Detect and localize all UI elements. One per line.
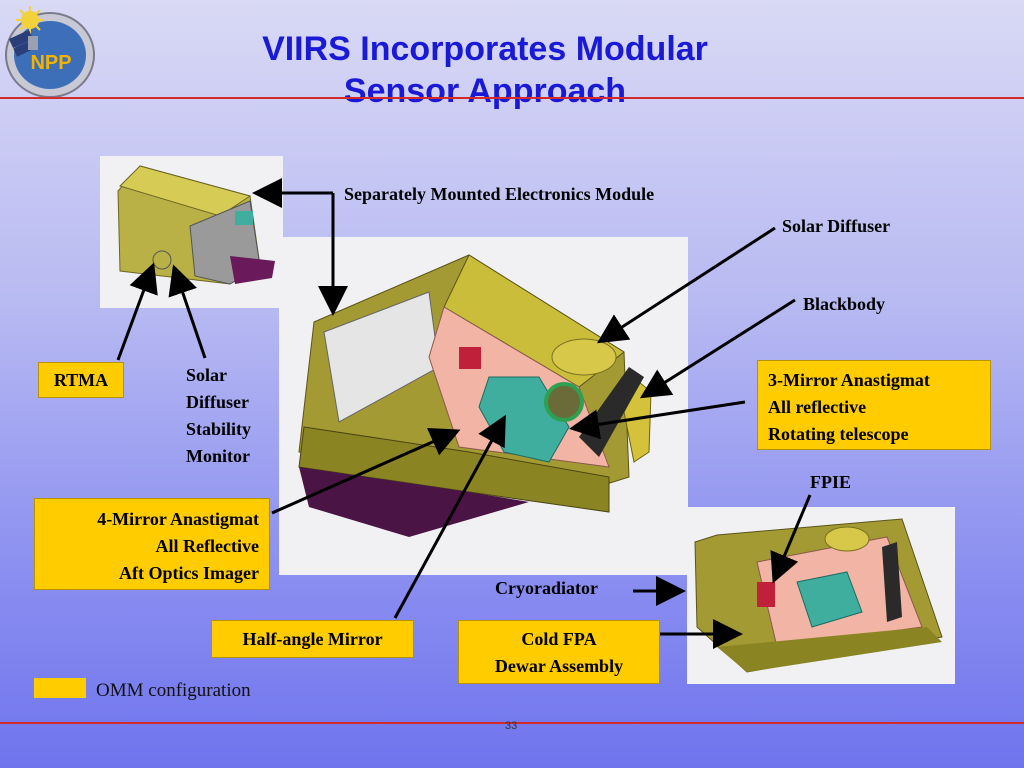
sdsm-line-2: Diffuser bbox=[186, 392, 249, 412]
page-number: 33 bbox=[505, 720, 518, 732]
legend-swatch bbox=[34, 678, 86, 698]
half-angle-box: Half-angle Mirror bbox=[211, 620, 414, 658]
legend-label: OMM configuration bbox=[96, 680, 251, 701]
four-mirror-box: 4-Mirror Anastigmat All Reflective Aft O… bbox=[34, 498, 270, 590]
cryoradiator-image bbox=[687, 507, 955, 684]
cold-fpa-line-2: Dewar Assembly bbox=[494, 656, 624, 676]
four-mirror-line-3: Aft Optics Imager bbox=[119, 563, 259, 583]
sdsm-label: Solar Diffuser Stability Monitor bbox=[186, 362, 251, 470]
half-angle-label: Half-angle Mirror bbox=[242, 629, 383, 649]
sdsm-line-4: Monitor bbox=[186, 446, 250, 466]
title-line-1: VIIRS Incorporates Modular bbox=[262, 30, 708, 68]
three-mirror-line-1: 3-Mirror Anastigmat bbox=[768, 370, 930, 390]
rtma-label: RTMA bbox=[53, 370, 109, 390]
four-mirror-line-1: 4-Mirror Anastigmat bbox=[97, 509, 259, 529]
title-line-2: Sensor Approach bbox=[343, 72, 627, 110]
logo-text: NPP bbox=[30, 52, 72, 74]
viirs-sensor-image bbox=[279, 237, 688, 575]
page-title: VIIRS Incorporates Modular Sensor Approa… bbox=[180, 28, 790, 112]
sdsm-line-1: Solar bbox=[186, 365, 228, 385]
three-mirror-line-3: Rotating telescope bbox=[768, 424, 909, 444]
blackbody-label: Blackbody bbox=[803, 294, 886, 314]
sdsm-line-3: Stability bbox=[186, 419, 252, 439]
bottom-rule bbox=[0, 722, 1024, 724]
rtma-box: RTMA bbox=[38, 362, 124, 398]
electronics-module-image bbox=[100, 156, 283, 308]
fpie-label: FPIE bbox=[810, 472, 852, 492]
cryoradiator-label: Cryoradiator bbox=[495, 578, 598, 598]
cold-fpa-box: Cold FPA Dewar Assembly bbox=[458, 620, 660, 684]
solar-diffuser-label: Solar Diffuser bbox=[782, 216, 891, 236]
top-rule bbox=[0, 97, 1024, 99]
electronics-module-label: Separately Mounted Electronics Module bbox=[344, 184, 655, 204]
npp-logo: NPP bbox=[0, 0, 100, 100]
three-mirror-box: 3-Mirror Anastigmat All reflective Rotat… bbox=[757, 360, 991, 450]
cold-fpa-line-1: Cold FPA bbox=[521, 629, 597, 649]
three-mirror-line-2: All reflective bbox=[768, 397, 867, 417]
four-mirror-line-2: All Reflective bbox=[155, 536, 259, 556]
